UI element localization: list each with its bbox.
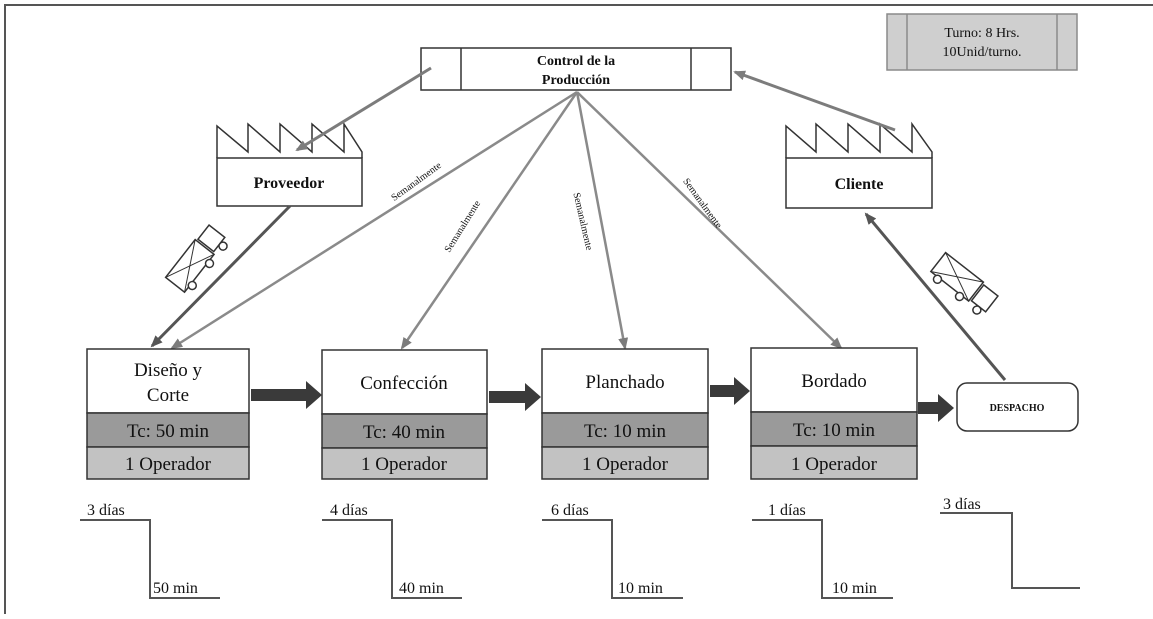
supplier-to-process-arrow xyxy=(150,204,292,348)
delivery-truck-icon xyxy=(164,223,228,294)
timeline-days: 3 días xyxy=(87,502,125,519)
shift-info-box: Turno: 8 Hrs. 10Unid/turno. xyxy=(886,13,1078,71)
customer-factory: Cliente xyxy=(785,121,933,209)
timeline-time: 10 min xyxy=(618,580,663,597)
info-flow-arrow xyxy=(170,90,578,350)
push-arrow xyxy=(918,394,954,422)
timeline-time: 40 min xyxy=(399,580,444,597)
push-arrow xyxy=(251,381,322,409)
supplier-factory: Proveedor xyxy=(216,121,363,207)
control-title-line2: Producción xyxy=(542,73,610,88)
shipping-box: DESPACHO xyxy=(956,382,1079,432)
factory-icon xyxy=(216,121,363,158)
process-name: Planchado xyxy=(585,372,664,393)
timeline-time: 10 min xyxy=(832,580,877,597)
shift-units: 10Unid/turno. xyxy=(943,45,1022,60)
shift-hours: Turno: 8 Hrs. xyxy=(944,26,1019,41)
timeline-days: 4 días xyxy=(330,502,368,519)
push-arrow xyxy=(710,377,750,405)
info-flow-label: Semanalmente xyxy=(680,176,724,231)
control-title-line1: Control de la xyxy=(537,54,615,69)
delivery-truck-icon xyxy=(929,251,1000,315)
timeline-step xyxy=(322,519,462,599)
customer-to-control-arrow xyxy=(733,70,896,132)
timeline-time: 50 min xyxy=(153,580,198,597)
info-flow-arrow xyxy=(575,91,629,350)
process-name: Confección xyxy=(360,373,448,394)
timeline-step xyxy=(80,519,220,599)
frame-border-top xyxy=(4,4,1153,6)
process-cycle-time: Tc: 50 min xyxy=(127,421,210,442)
production-control-box: Control de la Producción xyxy=(420,47,732,91)
process-box-bordado: Bordado Tc: 10 min 1 Operador xyxy=(750,347,918,480)
control-to-supplier-arrow xyxy=(295,66,432,152)
process-cycle-time: Tc: 40 min xyxy=(363,422,446,443)
push-arrow xyxy=(489,383,541,411)
process-name-line1: Diseño y xyxy=(134,360,203,381)
info-flow-arrow xyxy=(576,91,843,350)
process-operators: 1 Operador xyxy=(125,454,212,475)
process-operators: 1 Operador xyxy=(791,454,878,475)
factory-icon xyxy=(785,121,933,158)
process-cycle-time: Tc: 10 min xyxy=(793,420,876,441)
supplier-label: Proveedor xyxy=(254,175,325,192)
process-box-planchado: Planchado Tc: 10 min 1 Operador xyxy=(541,348,709,480)
timeline-days: 3 días xyxy=(943,496,981,513)
process-name: Bordado xyxy=(801,371,866,392)
process-operators: 1 Operador xyxy=(582,454,669,475)
timeline-days: 1 días xyxy=(768,502,806,519)
process-name-line2: Corte xyxy=(147,385,189,406)
shipping-to-customer-arrow xyxy=(864,212,1007,381)
customer-label: Cliente xyxy=(835,176,884,193)
frame-border-left xyxy=(4,4,6,614)
timeline-days: 6 días xyxy=(551,502,589,519)
process-cycle-time: Tc: 10 min xyxy=(584,421,667,442)
process-operators: 1 Operador xyxy=(361,454,448,475)
info-flow-label: Semanalmente xyxy=(570,192,594,252)
timeline-step xyxy=(940,512,1080,589)
timeline-step xyxy=(752,519,893,599)
timeline-step xyxy=(542,519,683,599)
info-flow-arrow xyxy=(400,91,579,350)
process-box-confeccion: Confección Tc: 40 min 1 Operador xyxy=(321,349,488,480)
info-flow-label: Semanalmente xyxy=(443,198,484,254)
shipping-label: DESPACHO xyxy=(990,403,1045,414)
timeline: 3 días 50 min 4 días 40 min 6 días 10 mi… xyxy=(80,496,1080,599)
process-box-diseno-corte: Diseño y Corte Tc: 50 min 1 Operador xyxy=(86,348,250,480)
